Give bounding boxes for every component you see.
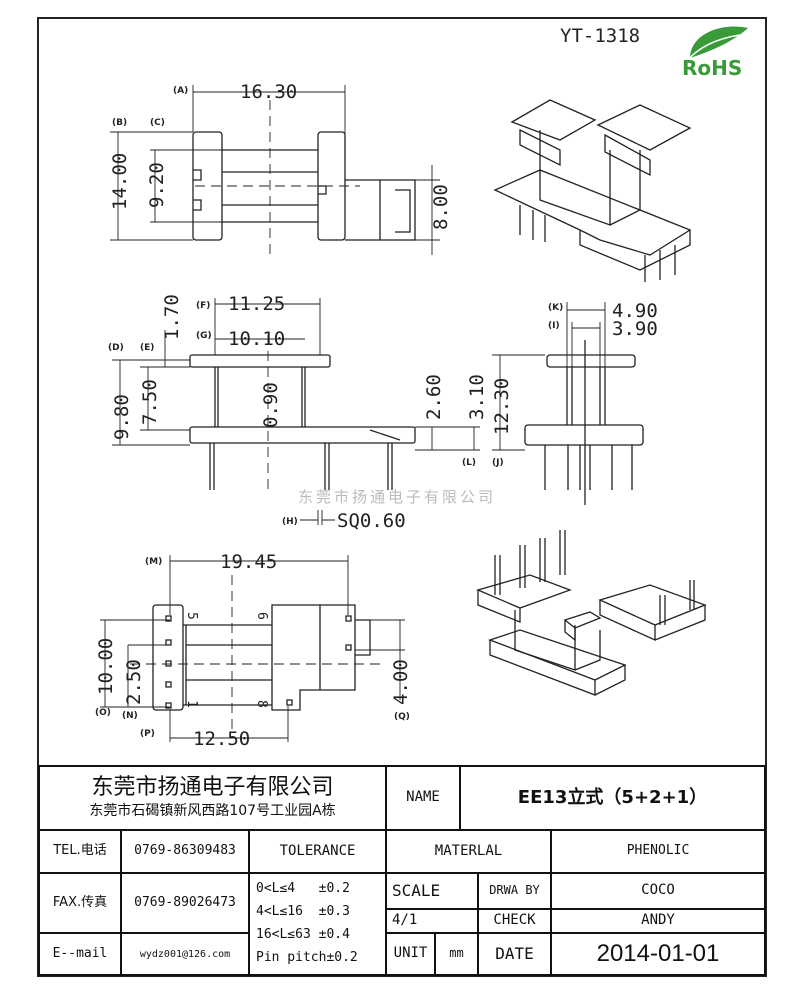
svg-text:(J): (J)	[492, 458, 504, 468]
tolerance-row: 16<L≤63 ±0.4	[256, 927, 350, 943]
tel-value: 0769-86309483	[120, 829, 250, 874]
svg-text:(C): (C)	[150, 118, 165, 128]
svg-text:(E): (E)	[140, 343, 154, 353]
tolerance-row: 0<L≤4 ±0.2	[256, 881, 350, 897]
svg-text:(B): (B)	[112, 118, 127, 128]
tolerance-row: 4<L≤16 ±0.3	[256, 904, 350, 920]
svg-text:0.90: 0.90	[260, 382, 282, 428]
svg-text:10.00: 10.00	[95, 638, 117, 695]
svg-text:3.90: 3.90	[612, 318, 658, 340]
scale-label: SCALE	[385, 872, 479, 910]
side-view: 4.90 3.90 12.30 (K) (I) (J)	[491, 300, 658, 505]
email-value: wydz001@126.com	[120, 932, 250, 976]
svg-text:8: 8	[254, 700, 269, 708]
svg-text:(M): (M)	[145, 557, 162, 567]
svg-text:9.20: 9.20	[146, 162, 168, 208]
svg-text:1: 1	[184, 700, 199, 708]
svg-text:11.25: 11.25	[228, 293, 285, 315]
date-label: DATE	[477, 932, 552, 976]
svg-text:(K): (K)	[548, 303, 563, 313]
svg-text:(G): (G)	[196, 331, 212, 341]
sheet-border	[37, 17, 767, 977]
svg-text:(D): (D)	[108, 343, 124, 353]
svg-text:(P): (P)	[140, 729, 155, 739]
name-label: NAME	[385, 765, 461, 831]
svg-text:16.30: 16.30	[240, 81, 297, 103]
unit-value: mm	[434, 932, 479, 976]
tolerance-label: TOLERANCE	[248, 829, 387, 874]
check-label: CHECK	[477, 908, 552, 934]
svg-text:1.70: 1.70	[161, 294, 183, 340]
material-label: MATERLAL	[385, 829, 552, 874]
svg-text:12.50: 12.50	[193, 728, 250, 750]
material-value: PHENOLIC	[550, 829, 766, 874]
svg-text:(N): (N)	[122, 711, 138, 721]
svg-text:5: 5	[184, 612, 199, 620]
watermark: 东莞市扬通电子有限公司	[298, 488, 496, 506]
tel-label: TEL.电话	[38, 829, 122, 874]
company-address: 东莞市石碣镇新风西路107号工业园A栋	[89, 803, 336, 820]
svg-text:(O): (O)	[95, 708, 111, 718]
svg-text:(H): (H)	[282, 517, 298, 527]
svg-text:4.00: 4.00	[390, 659, 412, 705]
fax-label: FAX.传真	[38, 872, 122, 934]
top-view: 16.30 14.00 9.20 8.00 (A) (B) (C)	[109, 81, 452, 255]
svg-text:SQ0.60: SQ0.60	[337, 510, 406, 532]
drawn-label: DRWA BY	[477, 872, 552, 910]
name-value: EE13立式（5+2+1）	[459, 765, 766, 831]
tolerance-table: 0<L≤4 ±0.2 4<L≤16 ±0.3 16<L≤63 ±0.4 Pin …	[248, 872, 387, 976]
scale-value: 4/1	[385, 908, 479, 934]
svg-text:10.10: 10.10	[228, 328, 285, 350]
svg-text:RoHS: RoHS	[682, 56, 742, 80]
svg-text:2.60: 2.60	[423, 374, 445, 420]
rohs-logo: RoHS	[682, 26, 748, 80]
tolerance-row: Pin pitch±0.2	[256, 950, 358, 966]
isometric-view-top	[493, 99, 692, 282]
isometric-view-bottom	[476, 530, 707, 696]
svg-text:(L): (L)	[462, 458, 476, 468]
svg-text:(Q): (Q)	[394, 712, 410, 722]
email-label: E--mail	[38, 932, 122, 976]
svg-text:14.00: 14.00	[109, 153, 131, 210]
front-view: 11.25 10.10 1.70 9.80 7.50 0.90 2.60 3.1…	[108, 293, 545, 532]
check-value: ANDY	[550, 908, 766, 934]
date-value: 2014-01-01	[550, 932, 766, 976]
svg-text:4.90: 4.90	[612, 300, 658, 322]
svg-text:19.45: 19.45	[220, 551, 277, 573]
bottom-view: 19.45 12.50 10.00 2.50 4.00 5 6 1 8 (M) …	[95, 551, 412, 750]
svg-text:6: 6	[254, 612, 269, 620]
svg-text:(F): (F)	[196, 301, 210, 311]
company-name: 东莞市扬通电子有限公司	[91, 775, 334, 801]
svg-text:8.00: 8.00	[430, 184, 452, 230]
svg-text:3.10: 3.10	[466, 374, 488, 420]
svg-text:(I): (I)	[548, 321, 560, 331]
unit-label: UNIT	[385, 932, 436, 976]
part-number: YT-1318	[560, 25, 640, 47]
company-cell: 东莞市扬通电子有限公司 东莞市石碣镇新风西路107号工业园A栋	[38, 765, 387, 831]
svg-text:12.30: 12.30	[491, 378, 513, 435]
fax-value: 0769-89026473	[120, 872, 250, 934]
svg-text:2.50: 2.50	[123, 659, 145, 705]
svg-text:(A): (A)	[173, 86, 188, 96]
drawn-value: COCO	[550, 872, 766, 910]
svg-text:9.80: 9.80	[111, 394, 133, 440]
svg-text:7.50: 7.50	[139, 379, 161, 425]
